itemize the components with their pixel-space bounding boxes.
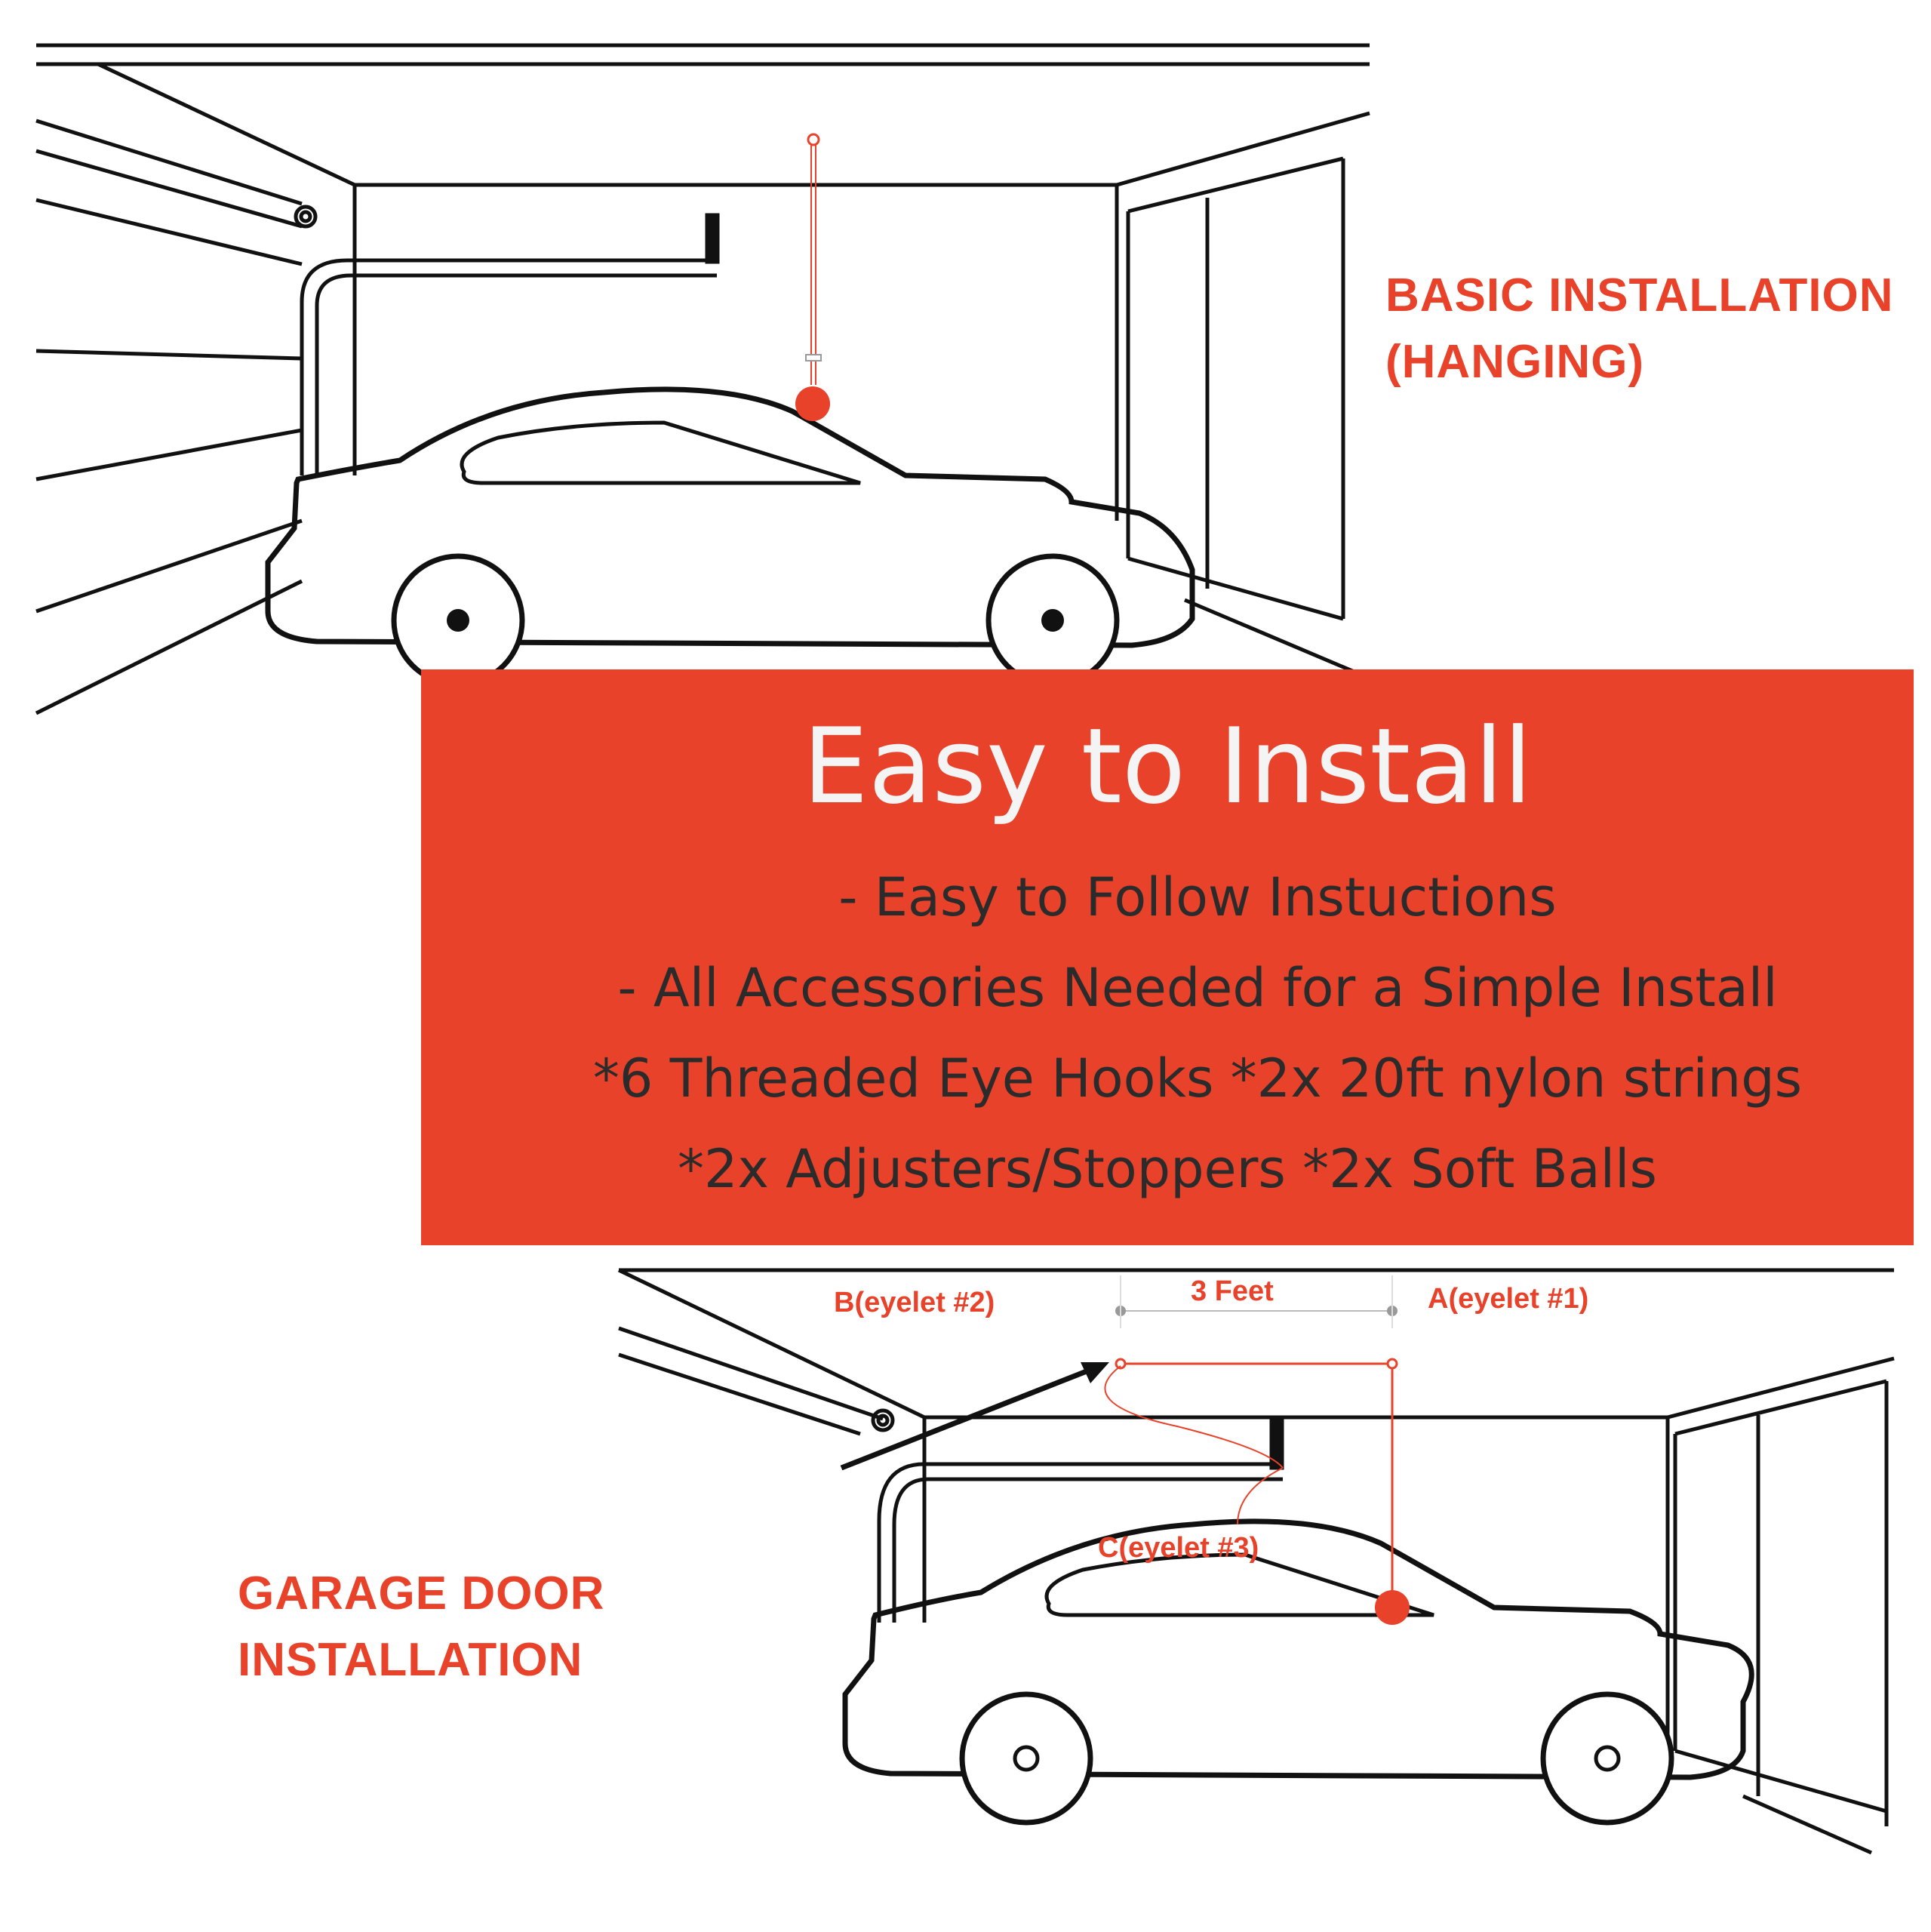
- distance-label: 3 Feet: [1191, 1275, 1274, 1307]
- eyelet-c-label: C(eyelet #3): [1098, 1532, 1259, 1564]
- basic-installation-label: BASIC INSTALLATION (HANGING): [1385, 263, 1894, 395]
- garage-door-installation-label: GARAGE DOOR INSTALLATION: [238, 1561, 604, 1694]
- garage-door-line1: GARAGE DOOR: [238, 1567, 605, 1620]
- bottom-garage-scene: [617, 1268, 1895, 1855]
- top-garage-scene: [35, 43, 1382, 715]
- banner-line-1: - Easy to Follow Instuctions: [838, 866, 1557, 928]
- eyelet-a-label: A(eyelet #1): [1428, 1283, 1589, 1315]
- top-hanging-ball: [795, 133, 830, 421]
- banner-line-4: *2x Adjusters/Stoppers *2x Soft Balls: [678, 1138, 1657, 1200]
- banner-line-3: *6 Threaded Eye Hooks *2x 20ft nylon str…: [592, 1048, 1803, 1109]
- banner-line-2: - All Accessories Needed for a Simple In…: [617, 957, 1778, 1019]
- eyelet-b-label: B(eyelet #2): [834, 1287, 995, 1318]
- banner-title: Easy to Install: [802, 706, 1533, 827]
- basic-installation-line2: (HANGING): [1385, 336, 1645, 388]
- basic-installation-line1: BASIC INSTALLATION: [1385, 269, 1894, 321]
- bottom-strings: [1104, 1275, 1410, 1625]
- easy-install-banner: [421, 669, 1914, 1245]
- garage-door-line2: INSTALLATION: [238, 1634, 583, 1686]
